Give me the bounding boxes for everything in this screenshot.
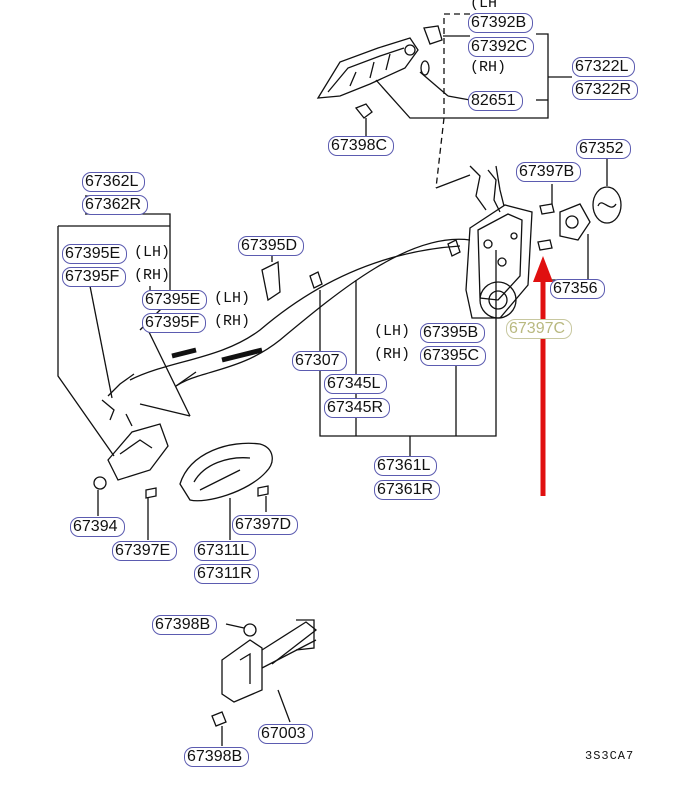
part-label-67361l[interactable]: 67361L <box>374 456 438 476</box>
part-label-67345l[interactable]: 67345L <box>324 374 388 394</box>
lh-side-label-lock: (LH) <box>374 323 411 340</box>
part-label-67397c-highlighted[interactable]: 67397C <box>506 319 573 339</box>
part-label-67345r[interactable]: 67345R <box>324 398 391 418</box>
part-label-67322l[interactable]: 67322L <box>572 57 636 77</box>
part-label-67361r[interactable]: 67361R <box>374 480 441 500</box>
part-label-67395b[interactable]: 67395B <box>420 323 486 343</box>
lh-side-label-top: (LH <box>470 0 498 12</box>
striker-67356-drawing <box>559 203 591 241</box>
part-label-67311r[interactable]: 67311R <box>194 564 259 584</box>
part-label-67395c[interactable]: 67395C <box>420 346 487 366</box>
part-label-67322r[interactable]: 67322R <box>572 80 639 100</box>
part-label-67392b[interactable]: 67392B <box>468 13 534 33</box>
part-label-67311l[interactable]: 67311L <box>194 541 257 561</box>
pad-67352-drawing <box>592 186 622 224</box>
part-label-67397b[interactable]: 67397B <box>516 162 582 182</box>
part-label-67398c[interactable]: 67398C <box>328 136 395 156</box>
lh-side-label-left: (LH) <box>134 244 171 261</box>
part-label-67398b-top[interactable]: 67398B <box>152 615 218 635</box>
part-label-67392c[interactable]: 67392C <box>468 37 535 57</box>
part-label-67394[interactable]: 67394 <box>70 517 125 537</box>
screw-67398c-drawing <box>354 103 373 132</box>
part-label-67395e-left[interactable]: 67395E <box>62 244 128 264</box>
part-label-67356[interactable]: 67356 <box>550 279 605 299</box>
outside-handle-drawing <box>316 25 443 99</box>
inside-handle-drawing <box>179 442 273 502</box>
part-label-67397e[interactable]: 67397E <box>112 541 178 561</box>
part-label-67397d[interactable]: 67397D <box>232 515 299 535</box>
part-label-67307[interactable]: 67307 <box>292 351 347 371</box>
part-label-67395f-mid[interactable]: 67395F <box>142 313 207 333</box>
pointer-arrow <box>533 256 553 496</box>
part-label-67395e-mid[interactable]: 67395E <box>142 290 208 310</box>
rh-side-label-mid: (RH) <box>214 313 251 330</box>
part-label-67395d[interactable]: 67395D <box>238 236 305 256</box>
diagram-code: 3S3CA7 <box>585 749 635 763</box>
part-label-67352[interactable]: 67352 <box>576 139 631 159</box>
lh-side-label-mid: (LH) <box>214 290 251 307</box>
part-label-82651[interactable]: 82651 <box>468 91 523 111</box>
inner-lever-drawing <box>93 399 169 490</box>
rh-side-label-top: (RH) <box>470 59 507 76</box>
part-label-67003[interactable]: 67003 <box>258 724 313 744</box>
cable-67395-drawing <box>107 238 471 397</box>
door-lock-assembly-drawing <box>465 165 533 319</box>
rh-side-label-lock: (RH) <box>374 346 411 363</box>
part-label-67395f-left[interactable]: 67395F <box>62 267 127 287</box>
part-label-67362l[interactable]: 67362L <box>82 172 146 192</box>
door-check-67003-drawing <box>211 619 318 727</box>
part-label-67398b-bottom[interactable]: 67398B <box>184 747 250 767</box>
rh-side-label-left: (RH) <box>134 267 171 284</box>
part-label-67362r[interactable]: 67362R <box>82 195 149 215</box>
